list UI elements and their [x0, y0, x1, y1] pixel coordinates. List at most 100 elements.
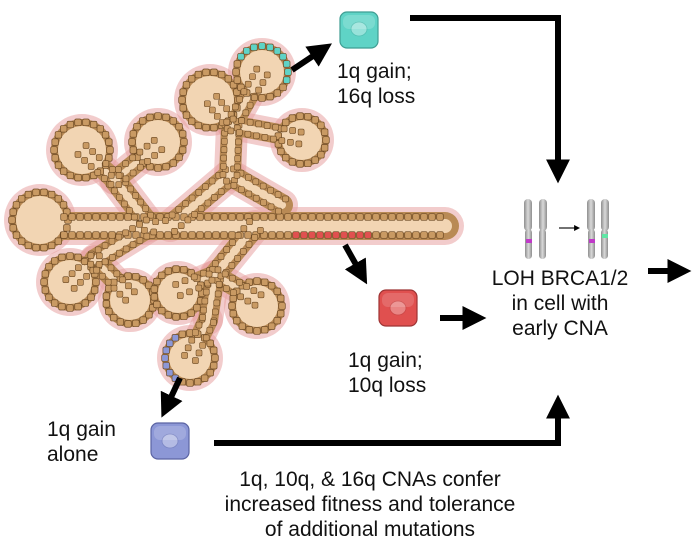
epithelial-cell	[372, 213, 380, 221]
epithelial-cell	[40, 188, 48, 196]
epithelial-cell	[116, 249, 123, 257]
epithelial-cell	[210, 124, 218, 132]
epithelial-cell	[45, 263, 53, 271]
epithelial-cell	[108, 213, 116, 221]
epithelial-cell	[251, 301, 259, 309]
epithelial-cell	[213, 299, 221, 307]
epithelial-cell	[259, 79, 267, 86]
epithelial-cell	[156, 231, 164, 239]
epithelial-cell	[211, 260, 219, 267]
epithelial-cell	[110, 314, 118, 322]
epithelial-cell	[121, 200, 128, 208]
epithelial-cell	[8, 216, 16, 224]
epithelial-cell	[172, 313, 180, 321]
epithelial-cell	[60, 213, 68, 221]
epithelial-cell	[82, 142, 90, 149]
epithelial-cell	[251, 234, 259, 241]
epithelial-cell	[18, 237, 26, 245]
epithelial-cell	[404, 231, 412, 239]
epithelial-cell	[267, 187, 274, 194]
epithelial-cell	[190, 273, 198, 281]
epithelial-cell	[152, 218, 159, 226]
epithelial-cell	[146, 113, 154, 121]
epithelial-cell	[220, 213, 228, 221]
epithelial-cell	[116, 318, 125, 326]
epithelial-cell	[96, 252, 103, 260]
epithelial-cell	[76, 231, 84, 239]
epithelial-cell	[99, 272, 106, 280]
epithelial-cell	[129, 225, 136, 232]
epithelial-cell	[311, 116, 319, 124]
epithelial-cell	[199, 342, 206, 349]
epithelial-cell	[188, 231, 196, 239]
epithelial-cell	[193, 304, 201, 312]
epithelial-cell	[202, 288, 210, 296]
lumen-lobule	[110, 280, 150, 320]
teal-cell-label-line: 16q loss	[337, 85, 416, 108]
epithelial-cell	[388, 213, 396, 221]
blue-cell-icon	[150, 422, 190, 460]
epithelial-cell	[202, 334, 210, 342]
epithelial-cell	[217, 70, 226, 79]
epithelial-cell	[316, 213, 324, 221]
epithelial-cell	[115, 181, 123, 188]
epithelial-cell	[74, 151, 82, 158]
epithelial-cell	[82, 118, 90, 126]
epithelial-cell	[194, 121, 203, 130]
epithelial-cell	[182, 81, 191, 89]
epithelial-cell	[92, 278, 100, 286]
epithelial-cell	[129, 130, 137, 138]
epithelial-cell	[233, 171, 241, 179]
epithelial-cell	[101, 175, 108, 182]
epithelial-cell	[60, 125, 68, 133]
epithelial-cell	[200, 306, 207, 314]
epithelial-cell	[284, 213, 292, 221]
epithelial-cell	[296, 112, 304, 120]
footer-caption-line: of additional mutations	[264, 518, 476, 541]
epithelial-cell	[308, 231, 316, 239]
epithelial-cell	[230, 289, 237, 296]
epithelial-cell	[171, 334, 179, 342]
epithelial-cell	[295, 140, 303, 148]
epithelial-cell	[122, 175, 130, 183]
epithelial-cell	[139, 117, 147, 125]
epithelial-cell	[228, 262, 236, 269]
epithelial-cell	[280, 125, 288, 133]
epithelial-cell	[136, 163, 144, 171]
epithelial-cell	[102, 300, 110, 308]
epithelial-cell	[182, 111, 191, 119]
epithelial-cell	[223, 177, 230, 185]
epithelial-cell	[74, 174, 82, 182]
epithelial-cell	[210, 362, 218, 370]
epithelial-cell	[289, 127, 296, 134]
epithelial-cell	[278, 137, 286, 144]
epithelial-cell	[102, 292, 110, 300]
epithelial-cell	[177, 222, 185, 229]
epithelial-cell	[267, 203, 275, 211]
epithelial-cell	[161, 354, 169, 362]
epithelial-cell	[169, 159, 177, 167]
epithelial-cell	[272, 123, 279, 131]
epithelial-cell	[89, 120, 98, 129]
epithelial-cell	[180, 231, 188, 239]
epithelial-cell	[273, 47, 281, 55]
epithelial-cell	[340, 213, 348, 221]
epithelial-cell	[58, 303, 66, 311]
epithelial-cell	[204, 213, 212, 221]
epithelial-cell	[356, 231, 364, 239]
epithelial-cell	[244, 130, 252, 138]
epithelial-cell	[199, 314, 206, 321]
epithelial-cell	[236, 213, 244, 221]
blue-cell-label-line: 1q gain	[47, 418, 116, 441]
epithelial-cell	[192, 357, 199, 364]
epithelial-cell	[164, 311, 173, 319]
epithelial-cell	[41, 286, 49, 294]
epithelial-cell	[179, 88, 187, 96]
epithelial-cell	[179, 146, 187, 154]
epithelial-cell	[70, 285, 78, 292]
epithelial-cell	[396, 231, 404, 239]
epithelial-cell	[255, 86, 262, 94]
epithelial-cell	[229, 115, 237, 123]
epithelial-cell	[229, 239, 236, 246]
epithelial-cell	[204, 100, 211, 108]
